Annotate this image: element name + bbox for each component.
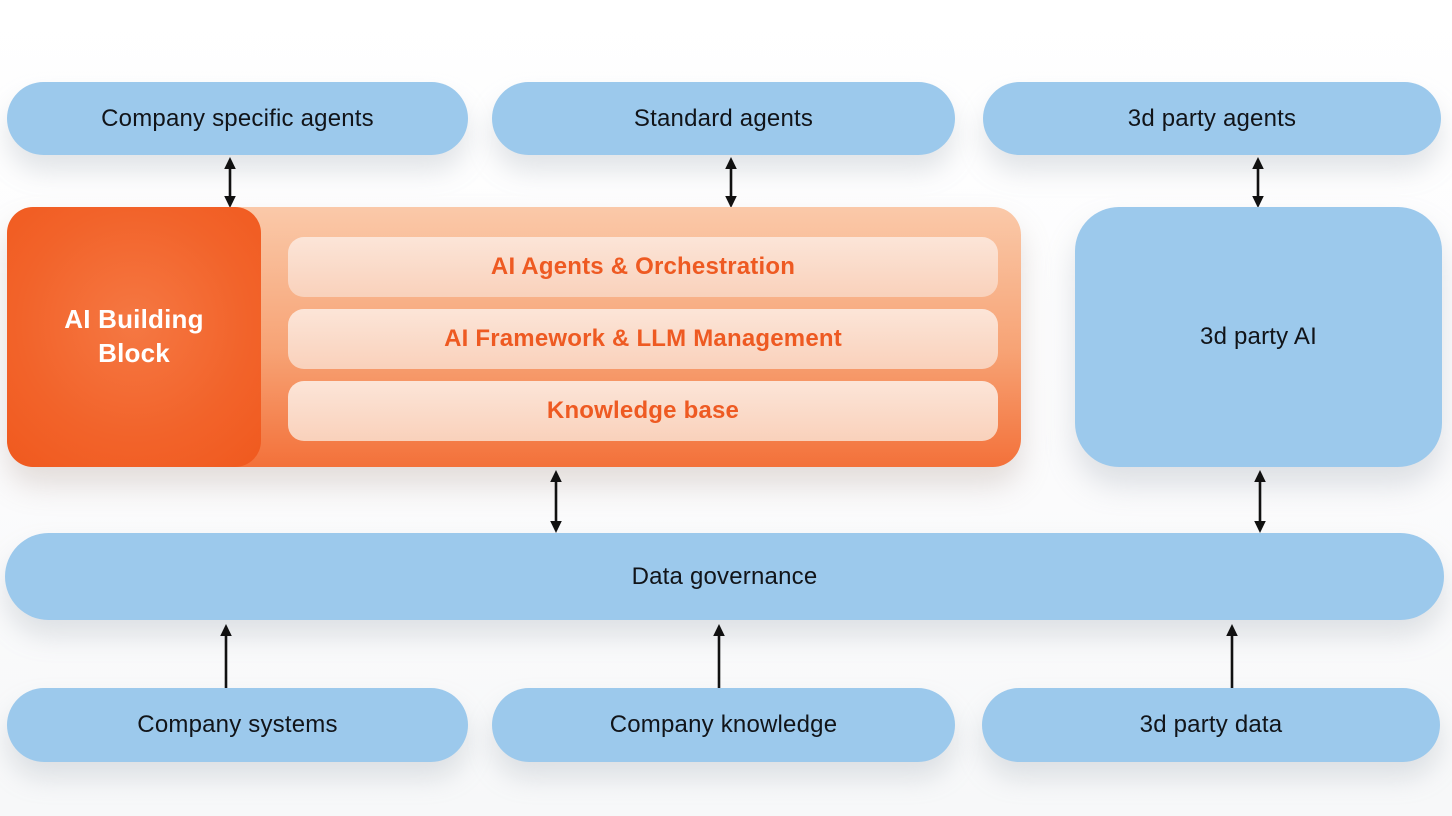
layer-knowledge-base: Knowledge base	[288, 381, 998, 441]
layer-label: AI Framework & LLM Management	[444, 325, 842, 352]
node-label: 3d party data	[1139, 711, 1283, 738]
node-label: Company knowledge	[609, 711, 838, 738]
node-company-knowledge: Company knowledge	[492, 688, 955, 762]
layer-label: AI Agents & Orchestration	[490, 253, 796, 280]
node-label: Company specific agents	[101, 104, 374, 132]
node-label: Standard agents	[633, 104, 814, 132]
ai-building-block-title: AI Building Block	[64, 304, 204, 368]
node-label: Data governance	[631, 562, 818, 590]
double-arrow-icon	[222, 157, 238, 208]
node-company-systems: Company systems	[7, 688, 468, 762]
up-arrow-icon	[1224, 624, 1240, 688]
node-label: Company systems	[137, 711, 338, 738]
layer-ai-framework-llm-management: AI Framework & LLM Management	[288, 309, 998, 369]
node-3d-party-data: 3d party data	[982, 688, 1440, 762]
double-arrow-icon	[723, 157, 739, 208]
double-arrow-icon	[548, 470, 564, 533]
double-arrow-icon	[1252, 470, 1268, 533]
node-label: 3d party AI	[1200, 323, 1317, 350]
up-arrow-icon	[218, 624, 234, 688]
node-company-specific-agents: Company specific agents	[7, 82, 468, 155]
node-data-governance: Data governance	[5, 533, 1444, 620]
layer-ai-agents-orchestration: AI Agents & Orchestration	[288, 237, 998, 297]
node-label: 3d party agents	[1127, 104, 1297, 132]
double-arrow-icon	[1250, 157, 1266, 208]
node-3d-party-agents: 3d party agents	[983, 82, 1441, 155]
up-arrow-icon	[711, 624, 727, 688]
layer-label: Knowledge base	[546, 397, 740, 424]
node-3d-party-ai: 3d party AI	[1075, 207, 1442, 467]
ai-building-block: AI Building Block	[7, 207, 261, 467]
node-standard-agents: Standard agents	[492, 82, 955, 155]
